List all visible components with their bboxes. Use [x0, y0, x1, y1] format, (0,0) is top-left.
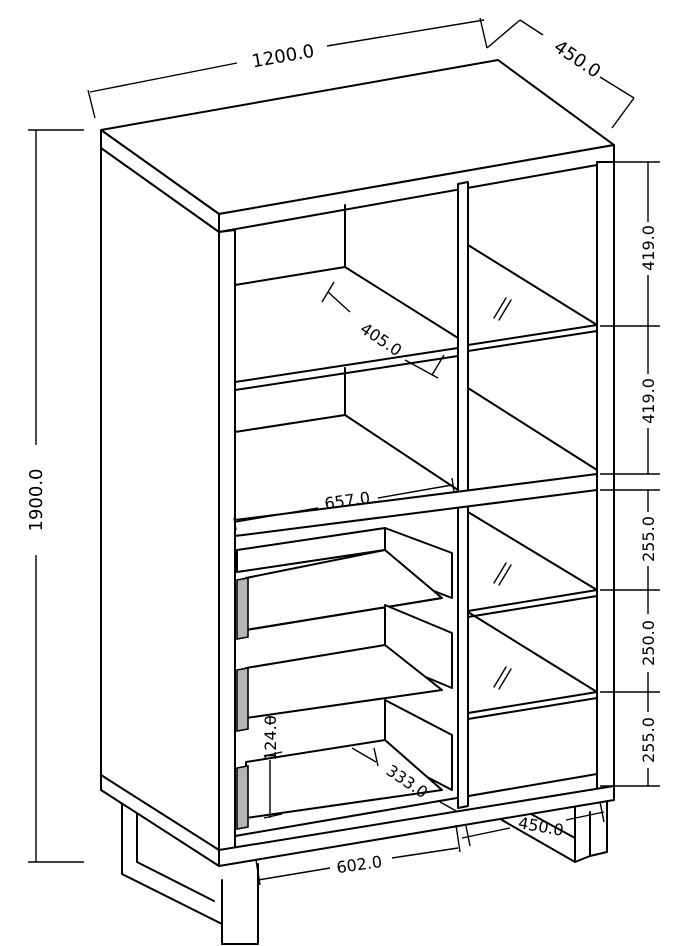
drawer-1 [236, 527, 453, 640]
height-label: 1900.0 [26, 469, 47, 532]
upper-right-glass-compartment [467, 244, 598, 471]
width-label: 1200.0 [250, 41, 316, 73]
lower-right-glass-shelf-2 [467, 691, 598, 720]
glass-reflection-icon [493, 562, 507, 584]
dimension-lines [28, 17, 660, 886]
drawer-width-label: 602.0 [335, 852, 383, 877]
drawer-3-handle [236, 765, 249, 830]
glass-reflection-icon [493, 297, 507, 319]
upper-left-compartment [234, 204, 459, 491]
drawer-3 [236, 699, 453, 830]
right-lower-3-label: 255.0 [639, 717, 658, 763]
upper-right-glass-shelf [467, 324, 598, 352]
right-lower-2-label: 250.0 [639, 620, 658, 666]
drawer-2-handle [236, 667, 249, 732]
depth-label: 450.0 [550, 36, 604, 82]
glass-reflection-icon [493, 666, 507, 688]
lower-right-glass-compartment [467, 511, 598, 720]
left-side-panel [100, 129, 220, 867]
drawer-front-height-label: 124.0 [261, 715, 280, 761]
base-depth-label: 450.0 [517, 813, 565, 840]
middle-shelf [234, 473, 598, 537]
right-upper-1-label: 419.0 [639, 225, 658, 271]
cabinet-body [100, 59, 615, 867]
upper-left-shelf [234, 347, 459, 391]
right-lower-1-label: 255.0 [639, 516, 658, 562]
lower-right-glass-shelf-1 [467, 589, 598, 618]
right-side-panel [596, 161, 615, 793]
drawer-2 [236, 604, 453, 732]
drawer-1-handle [236, 577, 249, 640]
plinth [218, 785, 615, 867]
right-upper-2-label: 419.0 [639, 378, 658, 424]
upper-shelf-depth-label: 405.0 [357, 319, 406, 360]
